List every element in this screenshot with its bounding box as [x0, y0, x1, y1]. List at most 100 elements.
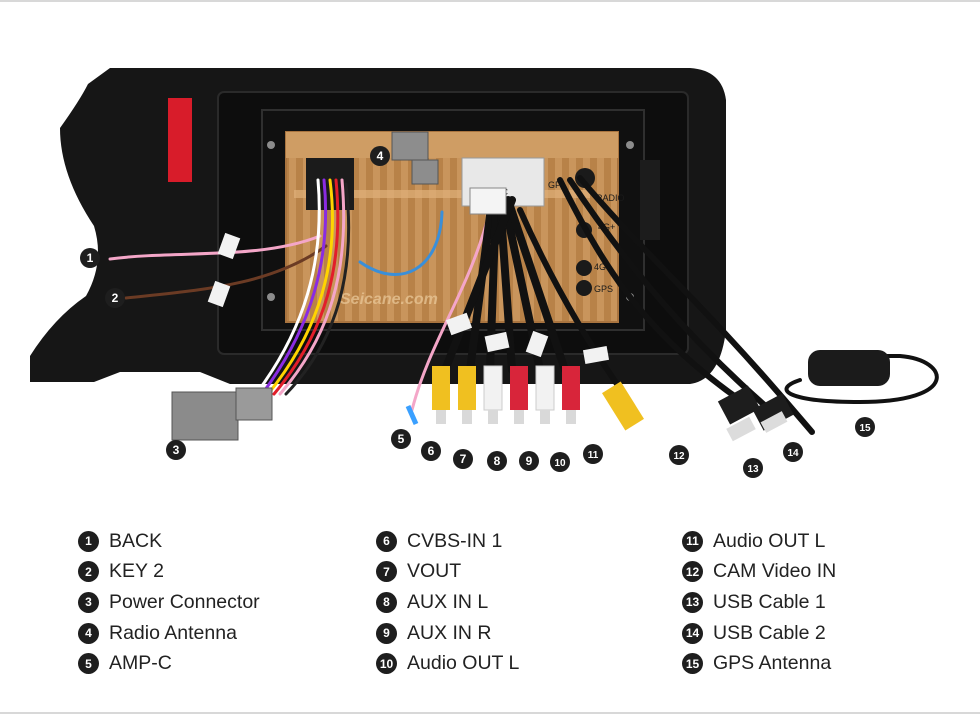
- number-badge: 2: [78, 561, 99, 583]
- legend-item: 6 CVBS-IN 1: [376, 526, 519, 557]
- screw: [267, 293, 275, 301]
- legend-item: 5 AMP-C: [78, 648, 260, 679]
- legend-label: USB Cable 1: [713, 590, 826, 613]
- gps-port-label: GPS: [594, 284, 613, 294]
- number-badge: 13: [682, 591, 703, 613]
- legend-item: 9 AUX IN R: [376, 618, 519, 649]
- number-badge: 3: [78, 591, 99, 613]
- svg-text:9: 9: [526, 454, 533, 468]
- legend-label: BACK: [109, 529, 163, 552]
- amp-c-wire: [410, 208, 492, 412]
- legend-item: 7 VOUT: [376, 557, 519, 588]
- legend-label: Radio Antenna: [109, 621, 237, 644]
- legend-item: 2 KEY 2: [78, 557, 260, 588]
- 4g-minus-port-label: 4G-: [594, 262, 609, 272]
- legend-label: CVBS-IN 1: [407, 529, 503, 552]
- key2-wire: [124, 244, 328, 300]
- svg-text:1: 1: [87, 251, 94, 265]
- callout-10: 10: [550, 452, 570, 472]
- legend-column-2: 6 CVBS-IN 1 7 VOUT 8 AUX IN L 9 AUX IN R 10 A…: [376, 526, 519, 679]
- callout-2: 2: [105, 288, 125, 308]
- callout-3: 3: [166, 440, 186, 460]
- cam-video-in-rca: [602, 381, 644, 431]
- bottom-divider: [0, 712, 980, 714]
- hazard-button: [168, 98, 192, 182]
- svg-text:8: 8: [494, 454, 501, 468]
- wiring-diagram: RADIO 4G+ 4G- GPS GP RC Seicane.com: [30, 68, 939, 478]
- number-badge: 8: [376, 591, 397, 613]
- number-badge: 6: [376, 530, 397, 552]
- number-badge: 15: [682, 653, 703, 675]
- callout-4: 4: [370, 146, 390, 166]
- wiring: [108, 175, 939, 435]
- radio-antenna-wire: [358, 210, 444, 276]
- usb-cable-1-plug: [717, 385, 761, 425]
- callout-6: 6: [421, 441, 441, 461]
- radio-antenna-plug: [391, 131, 429, 161]
- number-badge: 1: [78, 530, 99, 552]
- svg-text:15: 15: [859, 423, 871, 434]
- legend-item: 10 Audio OUT L: [376, 648, 519, 679]
- legend-item: 1 BACK: [78, 526, 260, 557]
- top-divider: [0, 0, 980, 2]
- screw: [626, 141, 634, 149]
- legend-label: AMP-C: [109, 652, 172, 675]
- callout-14: 14: [783, 442, 803, 462]
- legend-label: CAM Video IN: [713, 560, 837, 583]
- svg-text:2: 2: [112, 291, 119, 305]
- legend-item: 4 Radio Antenna: [78, 618, 260, 649]
- radio-socket: [575, 168, 595, 188]
- amp-c-pin: [405, 404, 419, 426]
- aux-in-r-rca: [510, 366, 528, 410]
- legend-label: Audio OUT L: [407, 652, 520, 675]
- callout-1: 1: [80, 248, 100, 268]
- legend-label: KEY 2: [109, 560, 164, 583]
- svg-text:10: 10: [554, 458, 566, 469]
- gp-port-label: GP: [548, 180, 561, 190]
- 4g-minus-socket: [576, 260, 592, 276]
- svg-text:4: 4: [377, 149, 384, 163]
- radio-port-label: RADIO: [596, 193, 625, 203]
- gps-socket: [576, 280, 592, 296]
- callout-15: 15: [855, 417, 875, 437]
- svg-text:13: 13: [747, 464, 759, 475]
- screw: [267, 141, 275, 149]
- aux-in-l-rca: [483, 365, 503, 411]
- number-badge: 10: [376, 653, 397, 675]
- number-badge: 11: [682, 530, 703, 552]
- legend-label: AUX IN L: [407, 590, 489, 613]
- number-badge: 4: [78, 622, 99, 644]
- vout-rca: [458, 366, 476, 410]
- cvbs-in1-rca: [432, 366, 450, 410]
- callout-8: 8: [487, 451, 507, 471]
- legend-label: VOUT: [407, 560, 462, 583]
- svg-text:11: 11: [588, 450, 599, 461]
- callout-5: 5: [391, 429, 411, 449]
- audio-out-l-rca-red: [562, 366, 580, 410]
- callout-13: 13: [743, 458, 763, 478]
- number-badge: 7: [376, 561, 397, 583]
- legend-item: 8 AUX IN L: [376, 587, 519, 618]
- watermark: Seicane.com: [340, 291, 438, 308]
- connectors: [171, 131, 890, 442]
- number-badge: 5: [78, 653, 99, 675]
- legend-label: GPS Antenna: [713, 652, 832, 675]
- svg-text:14: 14: [787, 448, 799, 459]
- number-badge: 12: [682, 561, 703, 583]
- legend-label: AUX IN R: [407, 621, 492, 644]
- svg-text:5: 5: [398, 432, 405, 446]
- gps-cable: [577, 175, 815, 435]
- 4g-plus-port-label: 4G+: [598, 222, 615, 232]
- svg-text:3: 3: [173, 443, 180, 457]
- legend-item: 13 USB Cable 1: [682, 587, 836, 618]
- legend-item: 12 CAM Video IN: [682, 557, 836, 588]
- callout-11: 11: [583, 444, 603, 464]
- number-badge: 9: [376, 622, 397, 644]
- callout-7: 7: [453, 449, 473, 469]
